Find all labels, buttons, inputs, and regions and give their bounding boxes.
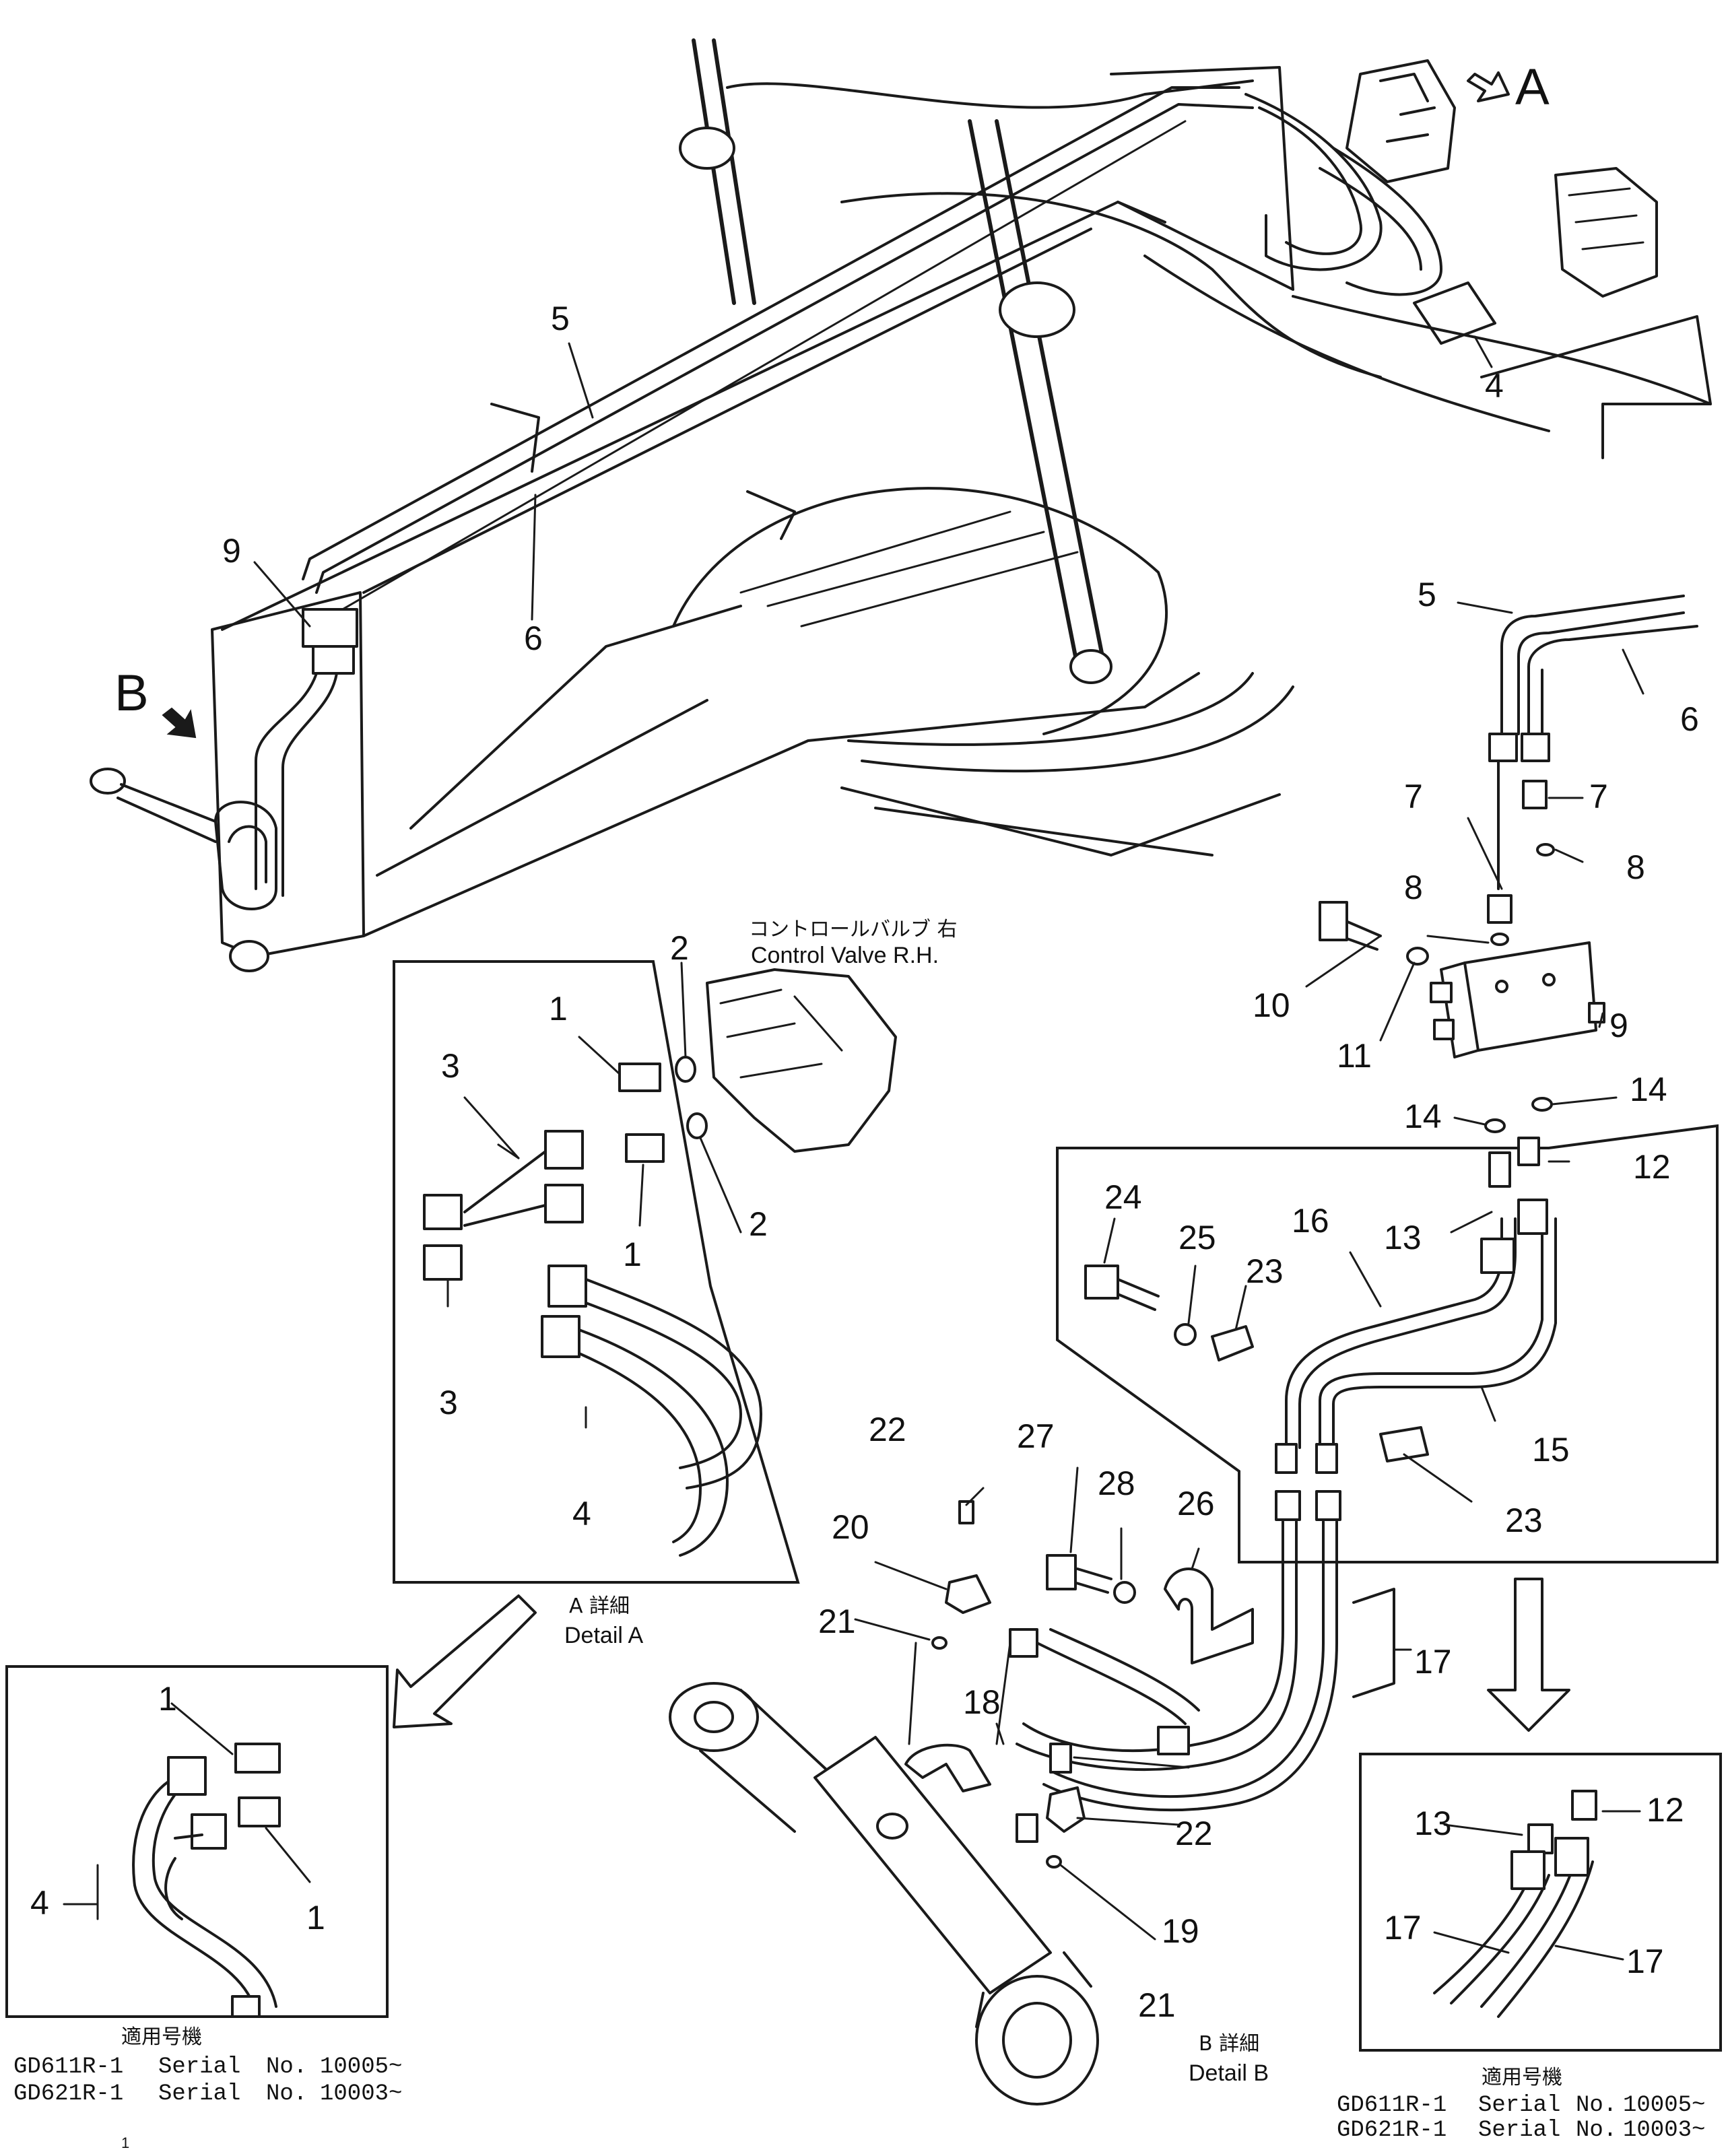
serial-left-value-1: 10005~ [320,2054,402,2080]
callout-rins-12: 12 [1647,1791,1684,1829]
callout-r-8a: 8 [1404,869,1423,906]
detail-b-alt-inset [1359,1753,1722,2052]
callout-ins-1b: 1 [306,1899,325,1936]
callout-da-3a: 3 [441,1047,460,1085]
callout-main-9: 9 [222,532,241,570]
serial-right-value-1: 10005~ [1623,2093,1705,2118]
serial-left-no-1: No. [266,2054,307,2080]
detail-b-caption-en: Detail B [1189,2060,1269,2086]
serial-right-label-1: Serial [1478,2093,1560,2118]
callout-rins-17b: 17 [1626,1943,1664,1980]
callout-db-23b: 23 [1505,1502,1543,1539]
callout-db-21b: 21 [1138,1986,1176,2024]
callout-db-22a: 22 [869,1411,906,1448]
view-letter-b: B [114,665,149,722]
callout-db-20: 20 [832,1508,869,1546]
callout-db-25: 25 [1178,1219,1216,1256]
serial-left-label-2: Serial [158,2081,240,2107]
callout-labels: 5 6 4 9 A B 5 6 7 7 8 8 10 11 9 14 14 2 … [30,59,1699,2024]
callout-r-11: 11 [1337,1037,1372,1075]
detail-a-caption-en: Detail A [564,1623,643,1648]
callout-da-1a: 1 [549,990,568,1028]
callout-db-24: 24 [1104,1178,1142,1216]
callout-r-10: 10 [1253,986,1290,1024]
serial-right-model-1: GD611R-1 [1337,2093,1447,2118]
detail-arrows [393,1578,1570,1732]
callout-r-8b: 8 [1626,848,1645,886]
control-valve-caption-en: Control Valve R.H. [751,943,939,968]
control-valve-caption-jp: コントロールバルブ 右 [749,918,958,941]
callout-db-27: 27 [1017,1417,1055,1455]
callout-r-7a: 7 [1404,778,1423,815]
callout-da-2b: 2 [749,1205,768,1243]
callout-db-26: 26 [1177,1485,1215,1522]
serial-left-stray-mark: 1 [121,2134,129,2151]
callout-da-2a: 2 [670,929,689,967]
callout-db-28: 28 [1098,1464,1135,1502]
detail-b-caption-jp: B 詳細 [1199,2032,1259,2056]
callout-rins-13: 13 [1414,1805,1452,1842]
manifold-exploded-view [1319,595,1698,1133]
serial-right-model-2: GD621R-1 [1337,2118,1447,2143]
callout-db-19: 19 [1162,1912,1199,1950]
callout-db-12: 12 [1633,1148,1671,1186]
callout-db-17: 17 [1414,1643,1452,1681]
callout-r-14b: 14 [1630,1071,1667,1108]
callout-r-5: 5 [1418,576,1436,613]
callout-main-5: 5 [551,300,570,337]
serial-right-no-1: No. [1576,2093,1617,2118]
detail-a-panel [393,960,897,1584]
callout-main-6: 6 [524,619,543,657]
callout-main-4: 4 [1485,367,1504,405]
callout-r-7b: 7 [1589,778,1608,815]
detail-b-panel [669,1124,1719,2106]
captions: コントロールバルブ 右 Control Valve R.H. A 詳細 Deta… [13,918,1705,2151]
callout-r-9: 9 [1609,1007,1628,1044]
serial-left-model-2: GD621R-1 [13,2081,123,2107]
serial-left-no-2: No. [266,2081,307,2107]
serial-right-no-2: No. [1576,2118,1617,2143]
detail-a-caption-jp: A 詳細 [569,1594,630,1618]
callout-rins-17a: 17 [1384,1909,1422,1947]
leader-lines [63,335,1644,1961]
callout-db-22b: 22 [1175,1815,1213,1852]
callout-da-3b: 3 [439,1384,458,1421]
serial-right-value-2: 10003~ [1623,2118,1705,2143]
serial-left-model-1: GD611R-1 [13,2054,123,2080]
serial-left-label-1: Serial [158,2054,240,2080]
machine-assembly-view [90,38,1712,972]
serial-right-jp: 適用号機 [1482,2066,1562,2089]
callout-da-4: 4 [572,1495,591,1532]
callout-db-16: 16 [1292,1202,1329,1240]
serial-left-jp: 適用号機 [121,2025,202,2049]
serial-right-label-2: Serial [1478,2118,1560,2143]
callout-da-1b: 1 [623,1236,642,1273]
callout-db-18: 18 [963,1683,1001,1721]
callout-ins-4: 4 [30,1884,49,1922]
view-letter-a: A [1515,59,1550,116]
callout-ins-1a: 1 [158,1680,177,1718]
detail-a-alt-inset [5,1665,389,2018]
callout-db-15: 15 [1532,1431,1570,1469]
callout-r-14a: 14 [1404,1098,1442,1135]
callout-r-6: 6 [1680,700,1699,738]
callout-db-21a: 21 [818,1603,856,1640]
callout-db-23a: 23 [1246,1252,1284,1290]
callout-db-13: 13 [1384,1219,1422,1256]
serial-left-value-2: 10003~ [320,2081,402,2107]
